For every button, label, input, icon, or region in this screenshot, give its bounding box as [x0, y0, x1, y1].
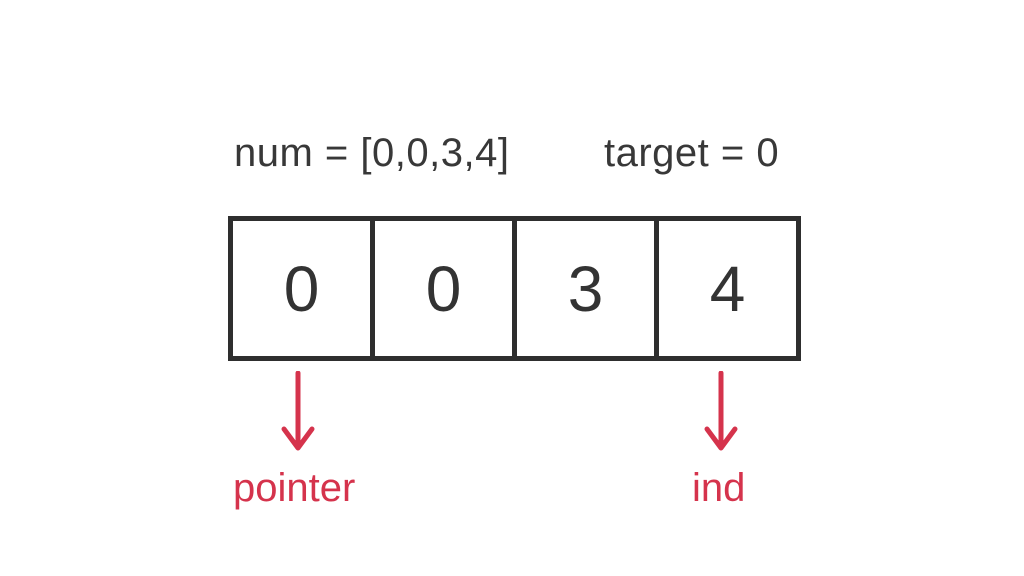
- down-arrow-icon: [704, 371, 738, 451]
- array-cell-value: 0: [425, 252, 462, 325]
- array-cell-3: 4: [654, 216, 801, 361]
- array-container: 0 0 3 4: [228, 216, 801, 361]
- down-arrow-head: [281, 426, 315, 451]
- down-arrow-head: [704, 426, 738, 451]
- array-cell-value: 3: [567, 252, 604, 325]
- ind-label: ind: [692, 466, 746, 510]
- array-cell-2: 3: [512, 216, 659, 361]
- target-expression: target = 0: [604, 131, 780, 175]
- array-cell-value: 0: [283, 252, 320, 325]
- down-arrow-icon: [281, 371, 315, 451]
- array-cell-1: 0: [370, 216, 517, 361]
- array-cell-value: 4: [709, 252, 746, 325]
- pointer-label: pointer: [233, 466, 356, 510]
- array-cell-0: 0: [228, 216, 375, 361]
- num-expression: num = [0,0,3,4]: [234, 131, 510, 175]
